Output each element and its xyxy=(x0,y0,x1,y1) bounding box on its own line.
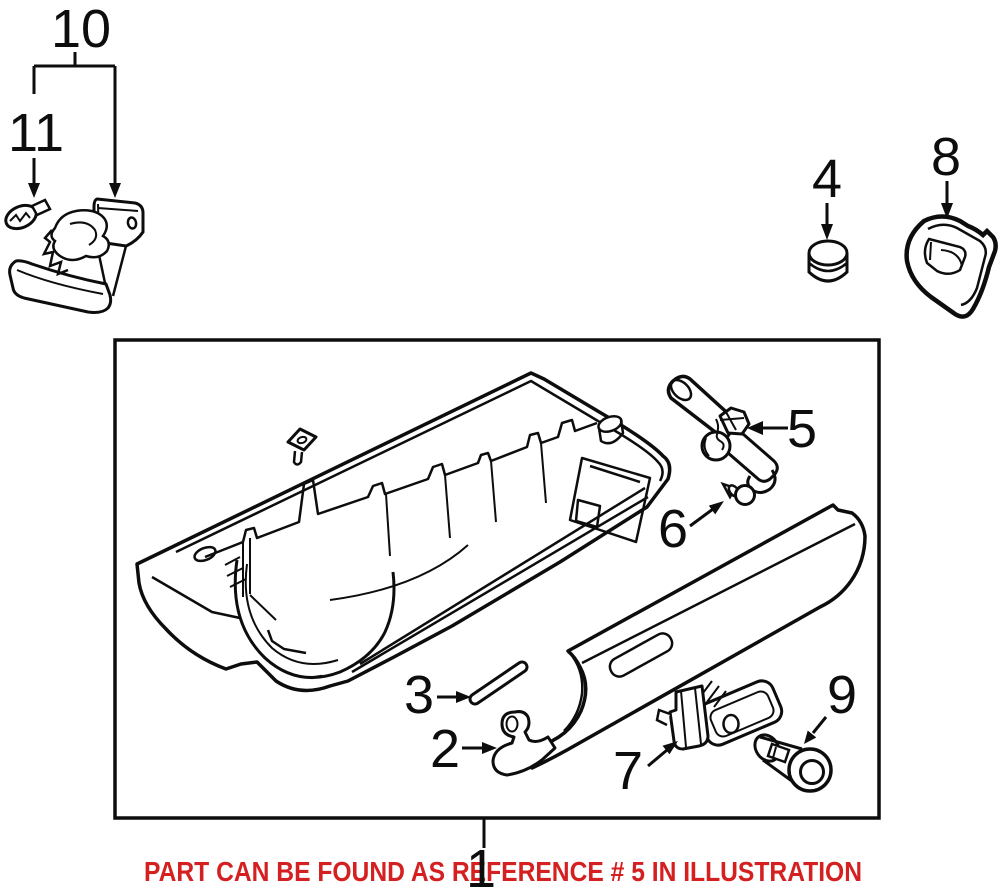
callout-9-arrowhead xyxy=(804,730,817,744)
callout-9: 9 xyxy=(804,665,857,744)
part-8-seal xyxy=(904,214,998,319)
part-9-lock-cylinder xyxy=(753,733,833,793)
callout-4-arrowhead xyxy=(821,224,833,240)
callout-8-arrowhead xyxy=(941,203,953,219)
callout-3-label: 3 xyxy=(404,665,434,725)
callout-5-arrowhead xyxy=(747,421,763,435)
reference-note: PART CAN BE FOUND AS REFERENCE # 5 IN IL… xyxy=(144,856,862,887)
part-6-ball-stud xyxy=(720,481,756,506)
part-7-latch xyxy=(655,679,784,751)
callout-2-arrowhead xyxy=(482,742,497,754)
part-5-damper xyxy=(666,374,779,494)
callout-6-arrow xyxy=(689,507,714,528)
callout-2-label: 2 xyxy=(430,719,460,779)
callout-11: 11 xyxy=(8,103,64,198)
part-4-cap xyxy=(807,239,849,283)
callout-6: 6 xyxy=(658,499,724,559)
callout-5: 5 xyxy=(747,399,817,459)
callout-7-label: 7 xyxy=(613,741,643,801)
callout-9-label: 9 xyxy=(827,665,857,725)
callout-8: 8 xyxy=(931,127,961,219)
callout-11-label: 11 xyxy=(8,103,64,163)
callout-2: 2 xyxy=(430,719,497,779)
callout-4-label: 4 xyxy=(812,149,842,209)
callout-6-arrowhead xyxy=(708,501,724,515)
callout-10-arrowhead xyxy=(109,183,121,198)
callout-10-bracket xyxy=(32,52,117,184)
callout-7-arrowhead xyxy=(662,741,678,755)
part-clip xyxy=(286,427,318,466)
part-10-license-lamp xyxy=(8,197,145,314)
part-3-pin xyxy=(468,660,529,706)
callout-7: 7 xyxy=(613,741,678,801)
part-glovebox-door xyxy=(519,503,867,770)
callout-4: 4 xyxy=(812,149,842,240)
callout-10-label: 10 xyxy=(51,0,111,59)
part-glovebox-housing xyxy=(135,371,672,693)
callout-3: 3 xyxy=(404,665,471,725)
callout-10: 10 xyxy=(32,0,121,198)
callout-5-label: 5 xyxy=(787,399,817,459)
part-11-bulb xyxy=(4,198,52,231)
callout-1-label: 1 xyxy=(466,839,496,888)
callout-3-arrowhead xyxy=(456,691,471,703)
callout-1: 1 xyxy=(466,819,496,888)
callout-9-arrow xyxy=(811,716,828,734)
callout-8-label: 8 xyxy=(931,127,961,187)
callout-11-arrowhead xyxy=(28,183,40,198)
callout-7-arrow xyxy=(647,748,668,768)
part-2-handle xyxy=(491,710,557,777)
callout-6-label: 6 xyxy=(658,499,688,559)
